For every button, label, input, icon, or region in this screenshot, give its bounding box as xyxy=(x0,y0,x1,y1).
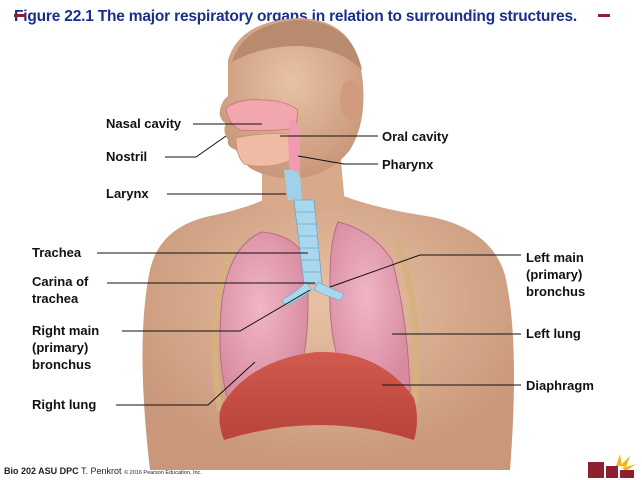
footer-copyright: © 2016 Pearson Education, Inc. xyxy=(124,470,202,476)
leader-lines xyxy=(97,123,521,406)
oral-cavity xyxy=(235,133,293,167)
label-left-main-bronchus: Left main (primary) bronchus xyxy=(526,249,585,300)
footer-author: T. Penkrot xyxy=(81,466,122,476)
asu-block-u xyxy=(620,470,634,478)
figure-title: Figure 22.1 The major respiratory organs… xyxy=(14,8,577,25)
larynx xyxy=(284,169,302,200)
label-left-main-line3: bronchus xyxy=(526,284,586,299)
label-right-lung: Right lung xyxy=(32,397,97,412)
asu-sunburst xyxy=(616,454,636,471)
torso xyxy=(142,190,514,470)
asu-logo xyxy=(588,454,636,478)
label-left-main-line1: Left main xyxy=(526,250,584,265)
pharynx xyxy=(288,118,300,185)
label-oral-cavity: Oral cavity xyxy=(382,129,449,144)
asu-block-a xyxy=(588,462,604,478)
label-left-main-line2: (primary) xyxy=(526,267,583,282)
label-nasal-cavity: Nasal cavity xyxy=(106,116,182,131)
label-right-main-line1: Right main xyxy=(32,323,100,338)
title-dash-right xyxy=(598,14,610,17)
footer-course: Bio 202 ASU DPC xyxy=(4,466,79,476)
label-trachea: Trachea xyxy=(32,245,82,260)
label-pharynx: Pharynx xyxy=(382,157,434,172)
label-carina-line1: Carina of xyxy=(32,274,89,289)
label-nostril: Nostril xyxy=(106,149,148,164)
ear xyxy=(340,80,360,120)
label-right-main-line2: (primary) xyxy=(32,340,89,355)
label-left-lung: Left lung xyxy=(526,326,581,341)
title-dash-left xyxy=(14,14,26,17)
right-main-bronchus xyxy=(281,281,313,307)
diaphragm xyxy=(219,351,417,440)
nasal-cavity xyxy=(225,99,299,132)
asu-block-s xyxy=(606,466,618,478)
label-right-main-line3: bronchus xyxy=(32,357,92,372)
ribs-right xyxy=(211,248,233,411)
footer: Bio 202 ASU DPC T. Penkrot © 2016 Pearso… xyxy=(4,466,202,476)
label-carina-line2: trachea xyxy=(32,291,79,306)
hair xyxy=(232,20,362,70)
label-larynx: Larynx xyxy=(106,186,149,201)
label-right-main-bronchus: Right main (primary) bronchus xyxy=(32,322,99,373)
label-carina: Carina of trachea xyxy=(32,273,88,307)
label-diaphragm: Diaphragm xyxy=(526,378,594,393)
left-main-bronchus xyxy=(313,281,345,301)
ribs-left xyxy=(393,238,420,406)
